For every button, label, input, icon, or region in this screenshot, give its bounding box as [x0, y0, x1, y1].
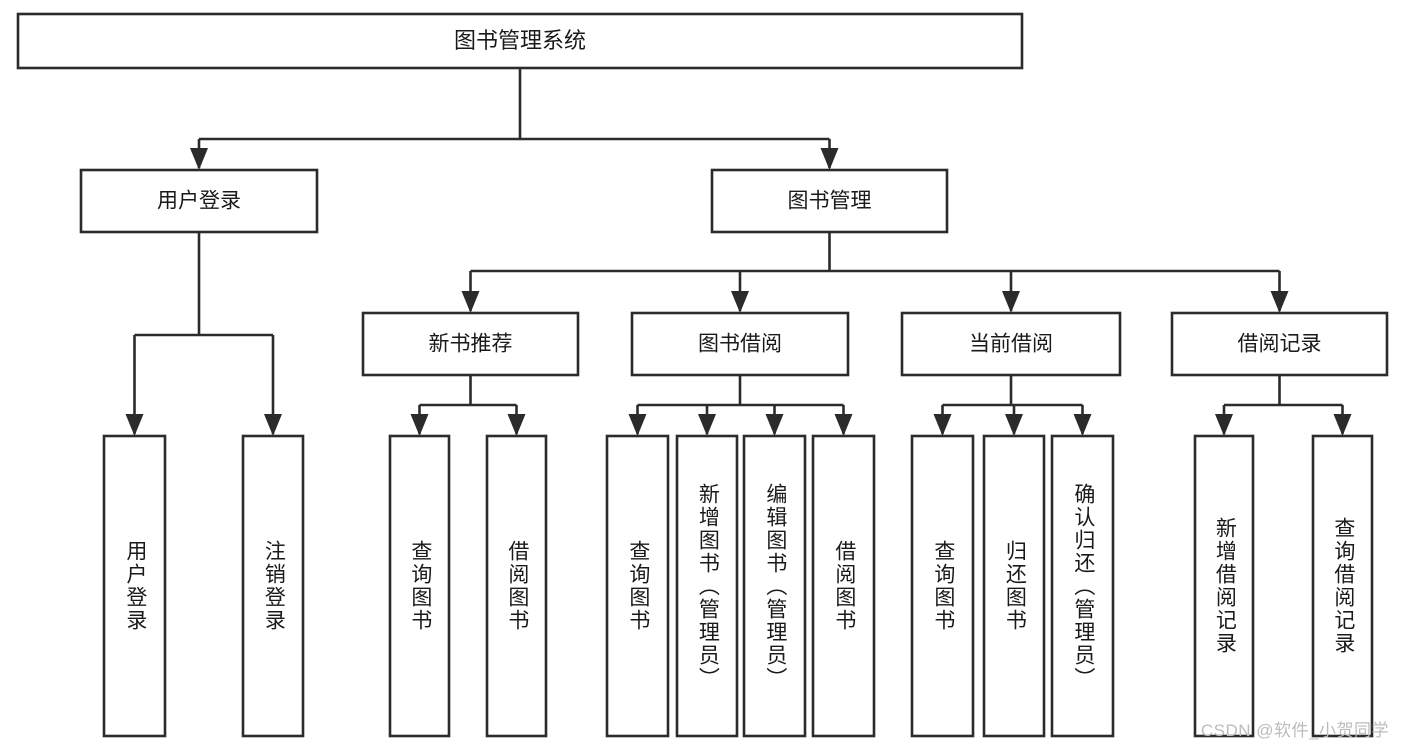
arrow-head-icon — [125, 414, 144, 436]
node-book-management-label: 图书管理 — [788, 190, 872, 213]
node-leaf-borrow-books-recommend[interactable] — [485, 434, 548, 738]
node-new-book-recommend-label: 新书推荐 — [429, 333, 513, 356]
arrow-head-icon — [765, 414, 784, 436]
node-book-borrow-label: 图书借阅 — [698, 333, 782, 356]
arrow-head-icon — [731, 291, 749, 313]
arrow-head-icon — [698, 414, 716, 436]
arrow-head-icon — [1333, 414, 1352, 436]
connector-lines — [125, 68, 1352, 436]
node-root-label: 图书管理系统 — [454, 28, 586, 53]
arrow-head-icon — [461, 291, 480, 313]
arrow-head-icon — [1215, 414, 1233, 436]
node-leaf-borrow-book[interactable] — [811, 434, 876, 738]
node-borrow-record-label: 借阅记录 — [1238, 333, 1322, 356]
node-leaf-add-borrow-record[interactable] — [1193, 434, 1255, 738]
node-new-book-recommend[interactable] — [361, 311, 580, 377]
arrow-head-icon — [1270, 291, 1289, 313]
arrow-head-icon — [507, 414, 526, 436]
node-current-borrow[interactable] — [900, 311, 1122, 377]
node-leaf-query-books-borrow[interactable] — [605, 434, 670, 738]
node-leaf-confirm-return-admin[interactable] — [1050, 434, 1115, 738]
node-book-borrow[interactable] — [630, 311, 850, 377]
node-leaf-logout-login[interactable] — [241, 434, 305, 738]
node-current-borrow-label: 当前借阅 — [969, 333, 1053, 356]
arrow-head-icon — [1005, 414, 1023, 436]
node-leaf-query-books-current[interactable] — [910, 434, 975, 738]
node-leaf-query-borrow-record[interactable] — [1311, 434, 1374, 738]
node-user-login-label: 用户登录 — [157, 190, 241, 213]
node-leaf-query-books-recommend[interactable] — [388, 434, 451, 738]
arrow-head-icon — [834, 414, 853, 436]
arrow-head-icon — [1002, 291, 1020, 313]
arrow-head-icon — [628, 414, 647, 436]
arrow-head-icon — [410, 414, 429, 436]
arrow-head-icon — [1073, 414, 1092, 436]
node-leaf-add-book-admin[interactable] — [675, 434, 739, 738]
node-root-system[interactable] — [16, 12, 1024, 70]
arrow-head-icon — [933, 414, 952, 436]
arrow-head-icon — [820, 148, 839, 170]
arrow-head-icon — [190, 148, 208, 170]
node-user-login[interactable] — [79, 168, 319, 234]
node-leaf-return-book[interactable] — [982, 434, 1046, 738]
node-leaf-edit-book-admin[interactable] — [742, 434, 807, 738]
node-borrow-record[interactable] — [1170, 311, 1389, 377]
node-leaf-user-login[interactable] — [102, 434, 167, 738]
watermark-text: CSDN @软件_小贺同学 — [1200, 721, 1389, 740]
arrow-head-icon — [264, 414, 282, 436]
node-book-management[interactable] — [710, 168, 949, 234]
node-boxes — [16, 12, 1389, 738]
